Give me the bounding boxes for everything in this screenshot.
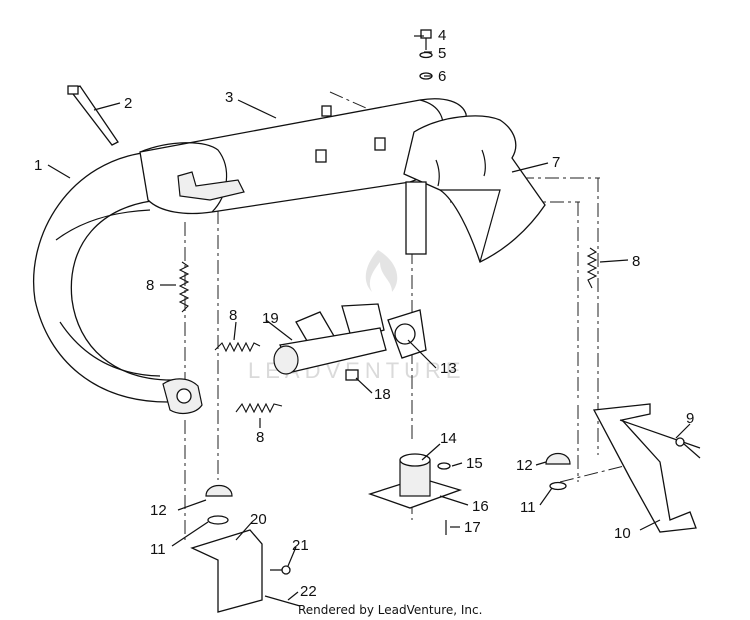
callout-9: 9 [686, 410, 694, 427]
callout-labels: 1 2 3 4 5 6 7 8 8 8 8 9 10 11 11 12 12 1… [34, 27, 694, 600]
callout-8-left: 8 [146, 277, 154, 294]
bracket-left [190, 529, 301, 613]
leader-lines [47, 35, 691, 601]
callout-15: 15 [466, 455, 483, 472]
callout-10: 10 [614, 525, 631, 542]
callout-5: 5 [438, 45, 446, 62]
heat-shield [403, 115, 546, 263]
callout-16: 16 [472, 498, 489, 515]
callout-19: 19 [262, 310, 279, 327]
callout-12-left: 12 [150, 502, 167, 519]
callout-20: 20 [250, 511, 267, 528]
render-credit: Rendered by LeadVenture, Inc. [298, 603, 482, 617]
callout-6: 6 [438, 68, 446, 85]
callout-21: 21 [292, 537, 309, 554]
callout-17: 17 [464, 519, 481, 536]
callout-4: 4 [438, 27, 446, 44]
grommet-right [545, 452, 571, 491]
head-pipe [33, 151, 203, 415]
callout-1: 1 [34, 157, 42, 174]
flange-pipe [273, 303, 427, 381]
watermark-flame-icon [365, 250, 398, 292]
callout-3: 3 [225, 89, 233, 106]
callout-13: 13 [440, 360, 457, 377]
rubber-mount [367, 453, 463, 535]
springs [178, 247, 598, 414]
callout-8-lower: 8 [256, 429, 264, 446]
callout-8-right: 8 [632, 253, 640, 270]
callout-14: 14 [440, 430, 457, 447]
bracket-right [592, 403, 701, 533]
callout-7: 7 [552, 154, 560, 171]
callout-12-right: 12 [516, 457, 533, 474]
callout-2: 2 [124, 95, 132, 112]
callout-18: 18 [374, 386, 391, 403]
callout-22: 22 [300, 583, 317, 600]
cable-tie [67, 85, 119, 146]
grommet-left [205, 484, 233, 525]
callout-8-upper: 8 [229, 307, 237, 324]
bolt-washers [419, 29, 433, 80]
callout-11-left: 11 [150, 541, 166, 558]
callout-11-right: 11 [520, 499, 536, 516]
